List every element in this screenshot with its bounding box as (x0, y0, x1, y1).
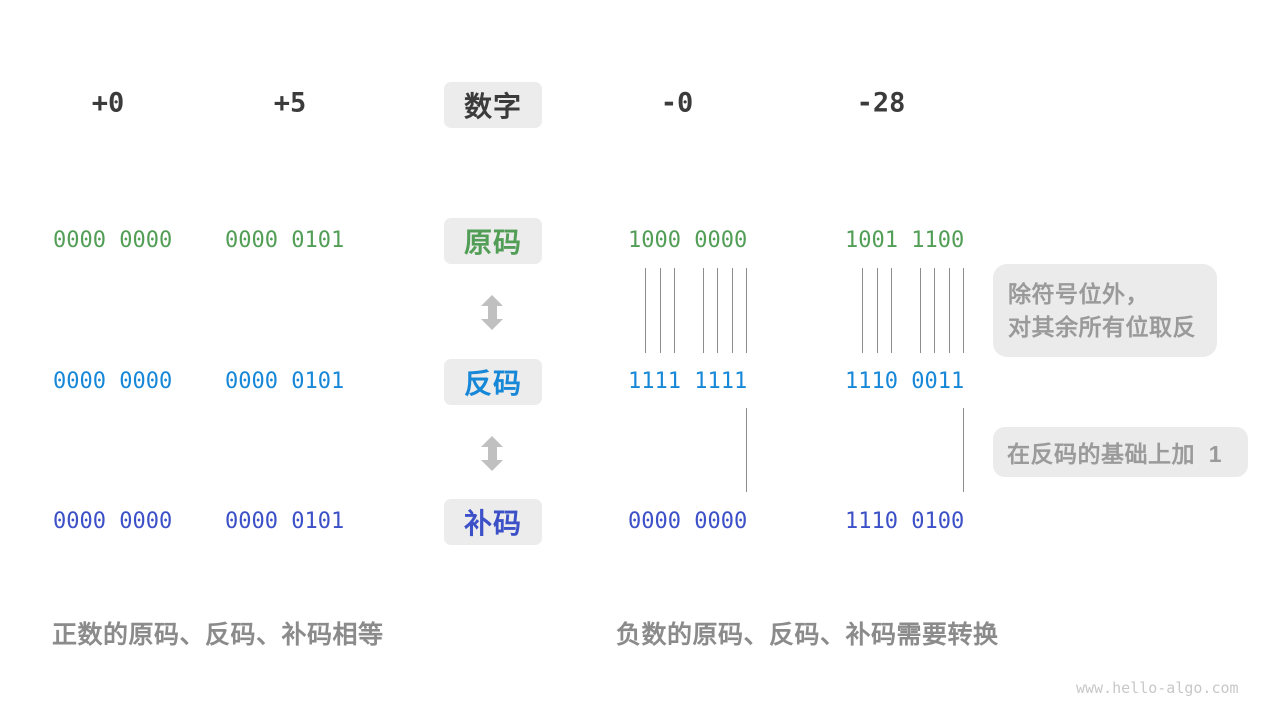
twos-complement-plus-zero: 0000 0000 (53, 509, 173, 534)
up-down-arrow-icon (481, 436, 503, 471)
numbers-label-box: 数字 (444, 82, 542, 128)
ones-complement-label: 反码 (463, 368, 522, 399)
add-one-annotation-line: 在反码的基础上加 1 (1007, 441, 1223, 467)
sign-magnitude-minus-28: 1001 1100 (845, 228, 965, 253)
ones-complement-minus-28: 1110 0011 (845, 369, 965, 394)
site-watermark: www.hello-algo.com (1076, 679, 1239, 697)
header-number-minus-zero: -0 (660, 87, 694, 119)
flip-bits-annotation: 除符号位外， 对其余所有位取反 (993, 264, 1217, 357)
bit-flip-tick-line (731, 268, 733, 353)
bit-flip-tick-line (717, 268, 718, 353)
ones-complement-plus-five: 0000 0101 (225, 369, 345, 394)
twos-complement-minus-28: 1110 0100 (845, 509, 965, 534)
ones-complement-label-box: 反码 (444, 359, 542, 405)
bit-flip-tick-line (948, 268, 950, 353)
bit-flip-tick-line (674, 268, 675, 353)
sign-magnitude-minus-zero: 1000 0000 (628, 228, 748, 253)
header-number-minus-28: -28 (856, 87, 906, 119)
numbers-label: 数字 (463, 91, 522, 122)
ones-complement-plus-zero: 0000 0000 (53, 369, 173, 394)
bit-flip-tick-line (659, 268, 661, 353)
bit-flip-tick-line (645, 268, 646, 353)
bit-flip-tick-line (746, 268, 747, 353)
flip-bits-annotation-line2: 对其余所有位取反 (1008, 313, 1196, 340)
positive-numbers-caption: 正数的原码、反码、补码相等 (52, 621, 384, 649)
bit-flip-tick-line (963, 268, 964, 353)
twos-complement-label-box: 补码 (444, 499, 542, 545)
bit-flip-tick-line (919, 268, 921, 353)
twos-complement-plus-five: 0000 0101 (225, 509, 345, 534)
up-down-arrow-icon (481, 295, 503, 330)
add-one-tick-line (746, 408, 747, 492)
sign-magnitude-plus-zero: 0000 0000 (53, 228, 173, 253)
bit-flip-tick-line (891, 268, 892, 353)
sign-magnitude-label-box: 原码 (444, 218, 542, 264)
header-number-plus-zero: +0 (91, 87, 125, 119)
sign-magnitude-label: 原码 (463, 227, 522, 258)
ones-complement-minus-zero: 1111 1111 (628, 369, 748, 394)
sign-magnitude-plus-five: 0000 0101 (225, 228, 345, 253)
flip-bits-annotation-line1: 除符号位外， (1008, 280, 1149, 307)
twos-complement-label: 补码 (463, 508, 522, 539)
twos-complement-minus-zero: 0000 0000 (628, 509, 748, 534)
negative-numbers-caption: 负数的原码、反码、补码需要转换 (616, 621, 999, 649)
add-one-annotation: 在反码的基础上加 1 (993, 427, 1248, 477)
header-number-plus-five: +5 (273, 87, 307, 119)
add-one-tick-line (963, 408, 964, 492)
bit-flip-tick-line (876, 268, 878, 353)
bit-flip-tick-line (702, 268, 704, 353)
bit-flip-tick-line (862, 268, 863, 353)
bit-flip-tick-line (934, 268, 935, 353)
